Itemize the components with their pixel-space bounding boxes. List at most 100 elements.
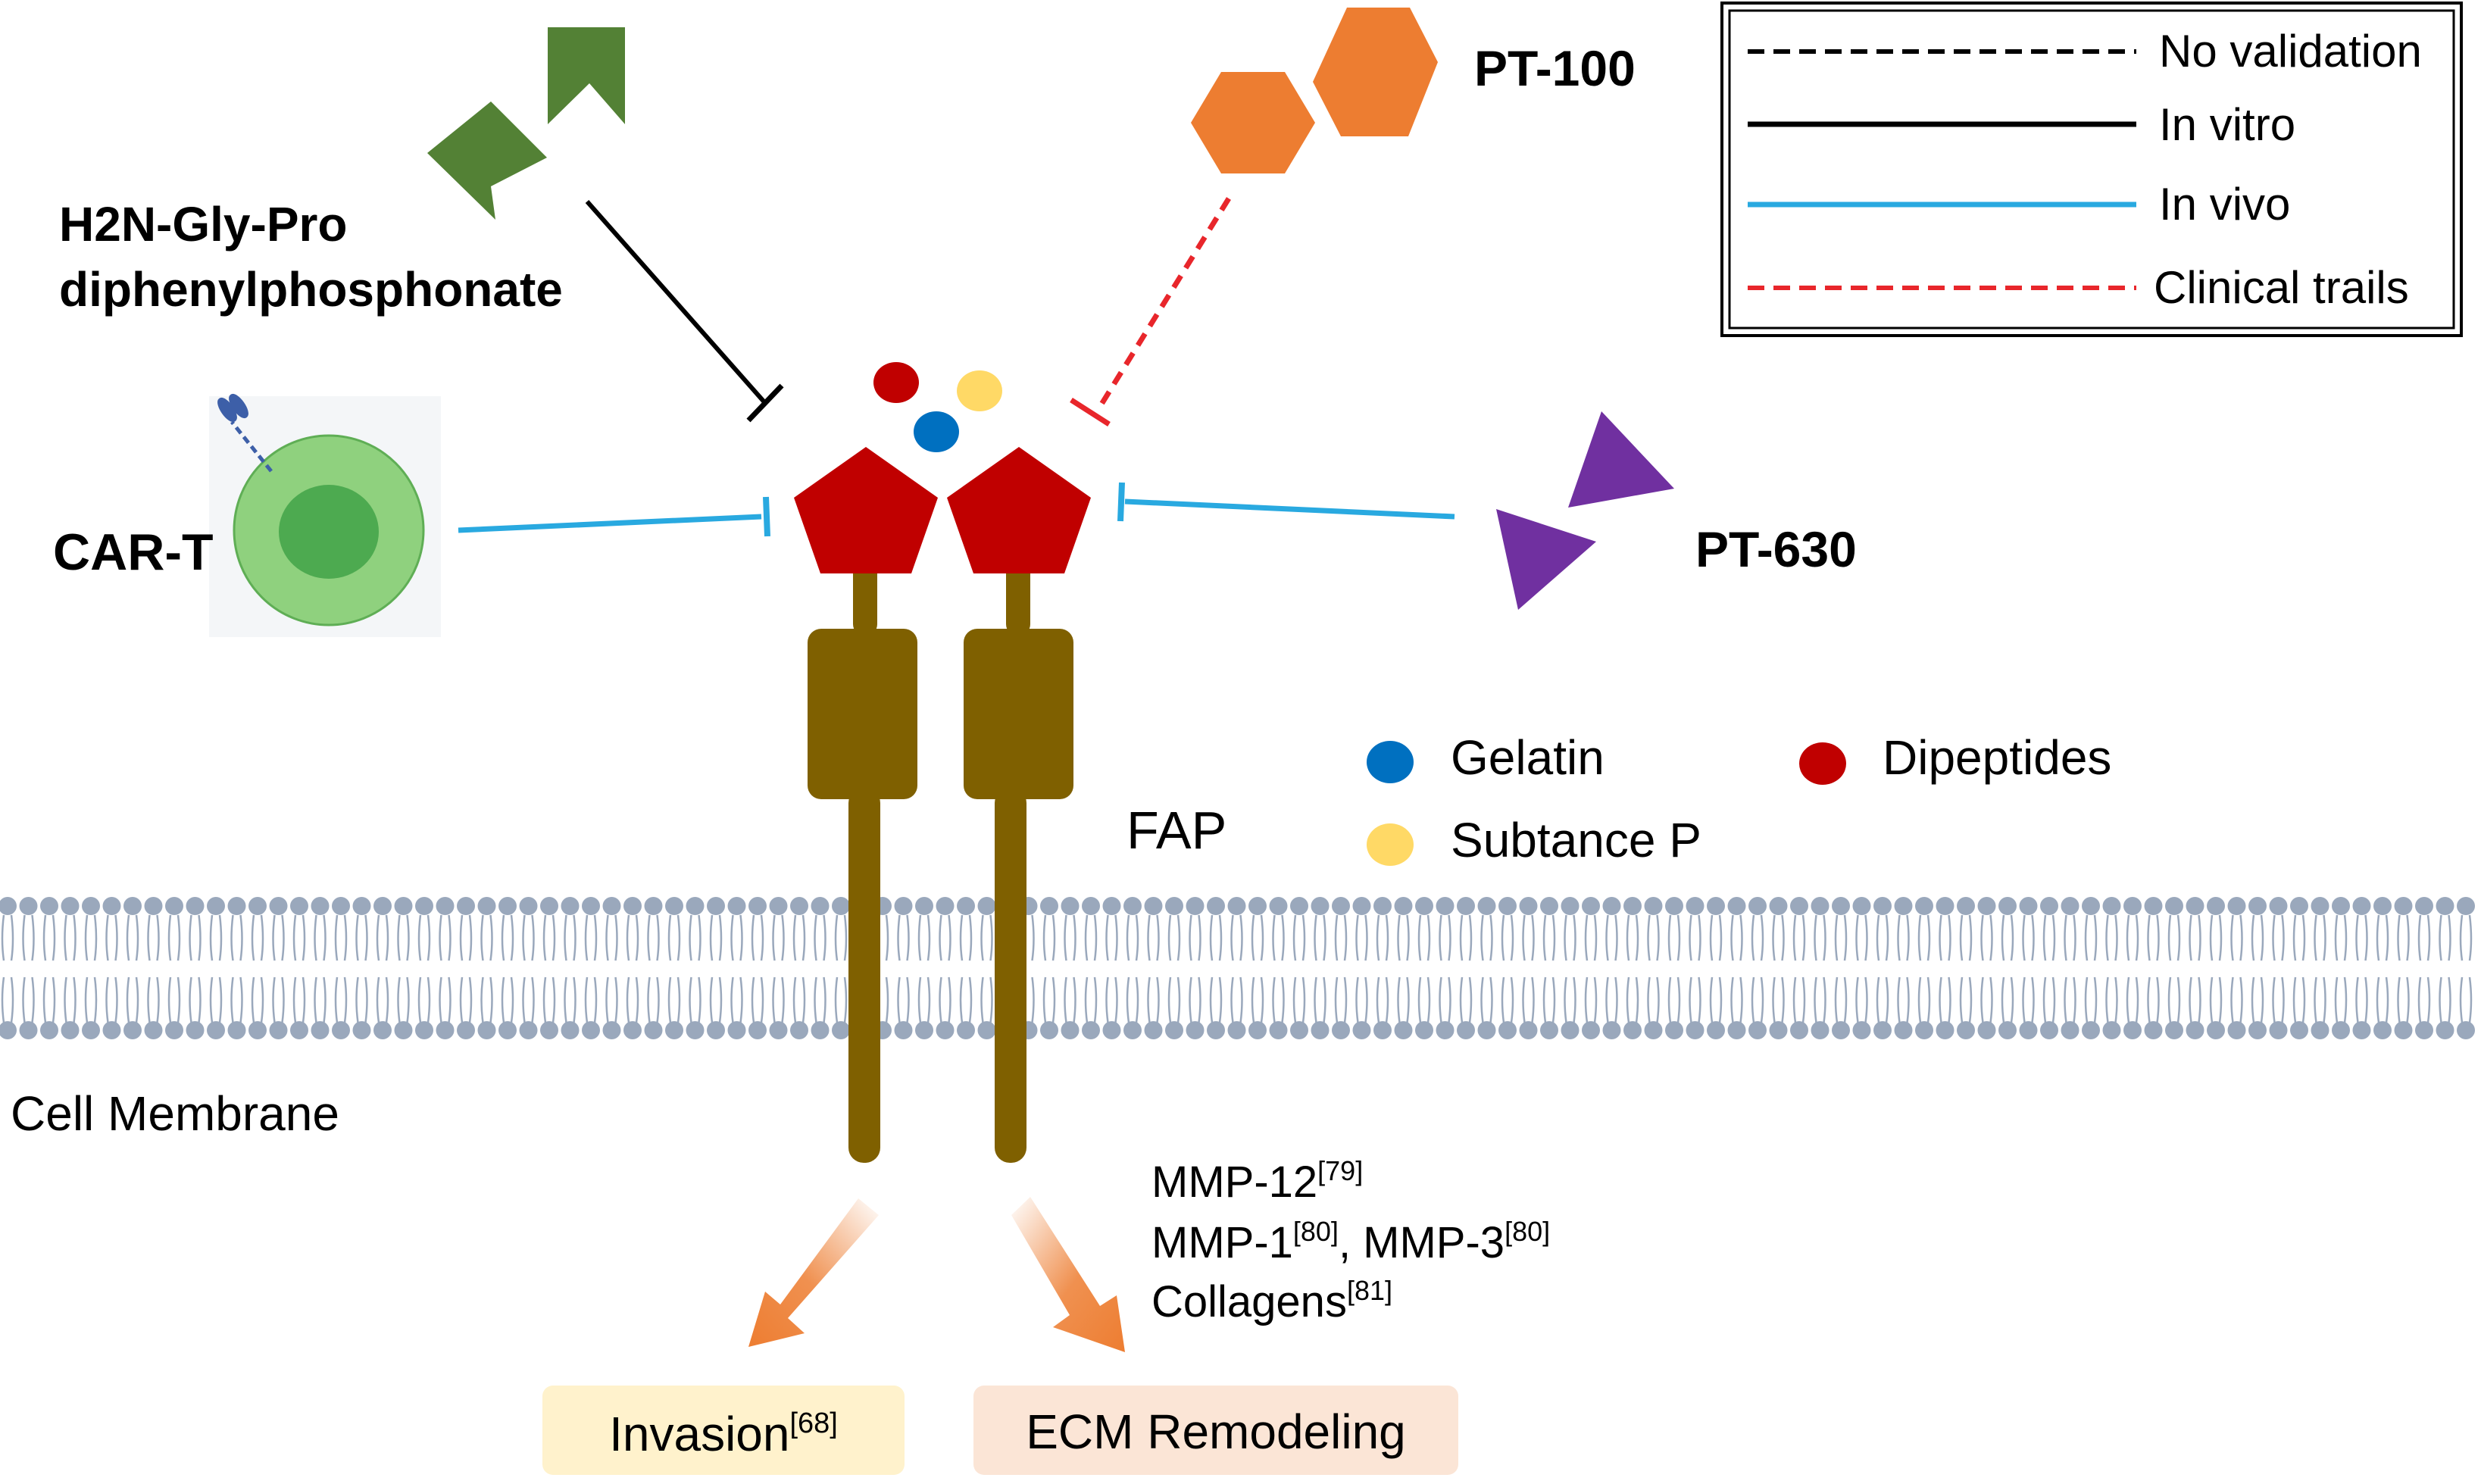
lipid-tail	[1709, 976, 1714, 1023]
lipid-head	[1832, 1021, 1850, 1039]
lipid-tail	[730, 976, 734, 1023]
lipid-head	[1644, 1021, 1663, 1039]
lipid-head	[2207, 897, 2225, 915]
lipid-tail	[1376, 914, 1380, 961]
fap-left-stem	[853, 561, 877, 636]
lipid-head	[1290, 897, 1308, 915]
lipid-tail	[209, 914, 214, 961]
lipid-tail	[980, 914, 984, 961]
lipid-head	[957, 1021, 975, 1039]
lipid-tail	[1093, 976, 1098, 1023]
lipid-tail	[772, 914, 776, 961]
lipid-head	[790, 897, 808, 915]
lipid-tail	[823, 914, 826, 961]
lipid-tail	[897, 914, 901, 961]
lipid-head	[2102, 1021, 2121, 1039]
lipid-tail	[1135, 976, 1139, 1023]
lipid-tail	[2093, 976, 2098, 1023]
lipid-tail	[897, 976, 901, 1023]
lipid-tail	[2448, 976, 2451, 1023]
lipid-tail	[167, 914, 172, 961]
lipid-head	[165, 1021, 183, 1039]
lipid-tail	[522, 976, 526, 1023]
lipid-tail	[552, 914, 556, 961]
lipid-tail	[1959, 976, 1964, 1023]
lipid-head	[165, 897, 183, 915]
lipid-tail	[177, 914, 181, 961]
lipid-tail	[1230, 976, 1234, 1023]
ecm-box	[973, 1386, 1458, 1475]
lipid-tail	[614, 976, 618, 1023]
lipid-tail	[1781, 914, 1785, 961]
pt630-inhibition-bar	[1117, 482, 1125, 522]
lipid-tail	[1698, 914, 1701, 961]
lipid-head	[748, 1021, 767, 1039]
lipid-tail	[1531, 914, 1535, 961]
lipid-tail	[647, 914, 651, 961]
lipid-tail	[2230, 976, 2234, 1023]
lipid-tail	[480, 914, 484, 961]
lipid-head	[2123, 897, 2142, 915]
lipid-head	[2061, 897, 2079, 915]
lipid-tail	[1626, 976, 1630, 1023]
lipid-tail	[1042, 914, 1047, 961]
lipid-tail	[302, 976, 306, 1023]
lipid-head	[2436, 897, 2454, 915]
lipid-tail	[1323, 976, 1326, 1023]
lipid-tail	[1584, 914, 1589, 961]
lipid-tail	[2167, 976, 2172, 1023]
pt630-triangle-lower	[1496, 509, 1596, 610]
lipid-head	[436, 897, 455, 915]
lipid-tail	[105, 976, 109, 1023]
lipid-tail	[189, 976, 192, 1023]
lipid-tail	[385, 976, 389, 1023]
lipid-tail	[417, 976, 422, 1023]
lipid-tail	[2385, 976, 2389, 1023]
lipid-head	[82, 1021, 100, 1039]
lipid-head	[2040, 897, 2058, 915]
fap-right-catalytic-head	[947, 447, 1091, 573]
lipid-tail	[1272, 976, 1276, 1023]
lipid-tail	[114, 976, 118, 1023]
fap-left-stalk	[848, 788, 880, 1163]
lipid-head	[2269, 1021, 2288, 1039]
lipid-head	[2373, 897, 2392, 915]
lipid-head	[227, 1021, 246, 1039]
lipid-tail	[1355, 976, 1359, 1023]
lipid-tail	[1042, 976, 1047, 1023]
lipid-tail	[135, 914, 139, 961]
lipid-tail	[1073, 914, 1076, 961]
lipid-tail	[843, 914, 848, 961]
lipid-tail	[1876, 914, 1880, 961]
lipid-head	[2332, 1021, 2350, 1039]
lipid-tail	[2189, 914, 2192, 961]
lipid-head	[1061, 1021, 1080, 1039]
h2n-gly-pro-inhibitor: H2N-Gly-Pro diphenylphosphonate	[59, 27, 784, 423]
lipid-head	[915, 897, 933, 915]
lipid-tail	[1939, 976, 1942, 1023]
lipid-tail	[2468, 914, 2473, 961]
lipid-tail	[1406, 914, 1410, 961]
lipid-tail	[2343, 976, 2348, 1023]
lipid-tail	[635, 976, 639, 1023]
lipid-tail	[2468, 976, 2473, 1023]
lipid-tail	[198, 914, 202, 961]
lipid-tail	[564, 976, 567, 1023]
invasion-box	[542, 1386, 905, 1475]
lipid-tail	[2209, 976, 2214, 1023]
lipid-tail	[2114, 976, 2118, 1023]
lipid-tail	[1084, 914, 1089, 961]
lipid-tail	[2135, 914, 2139, 961]
lipid-head	[623, 897, 642, 915]
lipid-head	[1915, 1021, 1933, 1039]
lipid-tail	[959, 976, 964, 1023]
lipid-tail	[2093, 914, 2098, 961]
lipid-tail	[355, 976, 359, 1023]
lipid-head	[2373, 1021, 2392, 1039]
lipid-tail	[1167, 976, 1172, 1023]
lipid-tail	[1417, 914, 1422, 961]
lipid-tail	[647, 976, 651, 1023]
lipid-tail	[885, 976, 889, 1023]
lipid-tail	[1814, 914, 1817, 961]
lipid-tail	[510, 914, 514, 961]
